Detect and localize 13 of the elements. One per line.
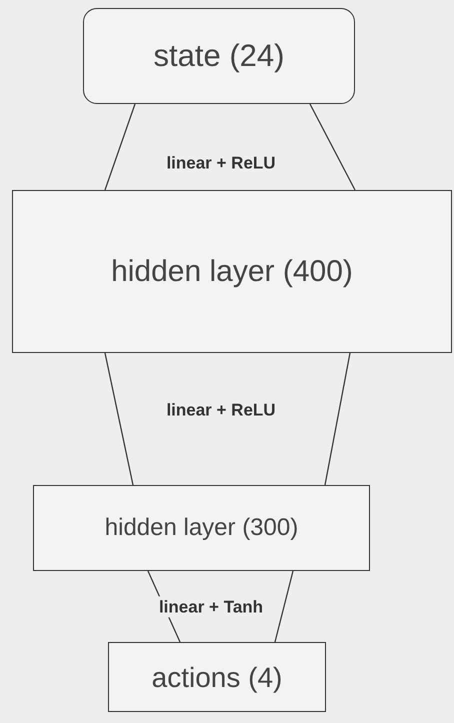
- layer-box: [108, 642, 326, 712]
- connector-line: [104, 352, 134, 486]
- connector-line: [324, 352, 351, 486]
- node-label: hidden layer (300): [104, 513, 298, 543]
- layer-box: [33, 485, 370, 571]
- node-label: state (24): [154, 36, 284, 75]
- connector-line: [274, 570, 294, 642]
- layer-box: [12, 190, 452, 353]
- rounded-box: [83, 8, 355, 104]
- connector-line: [104, 104, 136, 190]
- node-label: hidden layer (400): [111, 254, 353, 290]
- node-label: actions (4): [152, 660, 282, 694]
- connector-line: [309, 104, 356, 190]
